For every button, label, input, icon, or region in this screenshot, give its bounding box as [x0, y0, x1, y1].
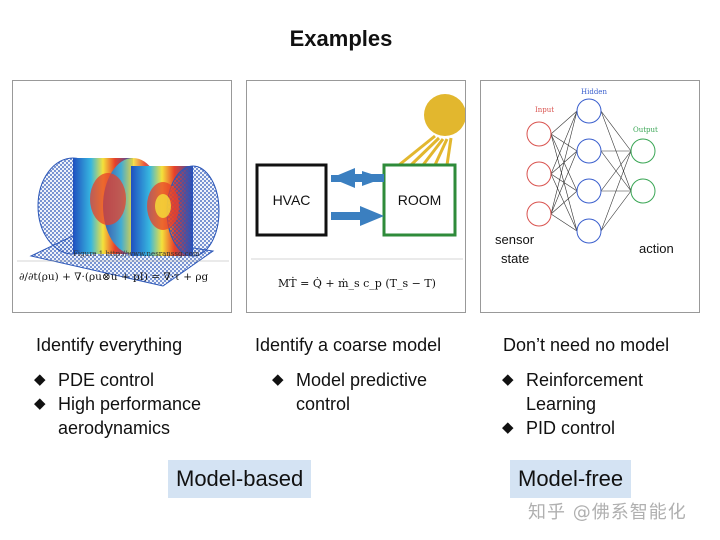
hvac-label: HVAC: [273, 192, 311, 208]
nn-output-node: [630, 138, 656, 164]
nn-hidden-node: [576, 138, 602, 164]
panel-neural-network: Input Hidden Output sensor state action: [480, 80, 700, 313]
nn-input-node: [526, 121, 552, 147]
column-heading-right: Don’t need no model: [503, 335, 670, 355]
watermark: 知乎 @佛系智能化: [528, 502, 687, 523]
nn-hidden-node: [576, 178, 602, 204]
diamond-bullet-icon: ◆: [34, 395, 46, 412]
room-energy-equation: MṪ = Q̇ + ṁ_s c_p (T_s − T): [278, 276, 436, 290]
bullet-text: High performance aerodynamics: [58, 394, 202, 438]
nn-edge: [600, 190, 632, 232]
nn-input-label: Input: [535, 106, 554, 114]
diamond-bullet-icon: ◆: [502, 371, 514, 388]
bullet-item: ◆ Model predictive control: [272, 368, 472, 416]
column-heading-middle: Identify a coarse model: [255, 335, 442, 355]
nn-state-label: state: [501, 251, 529, 266]
nn-nodes: [526, 98, 656, 244]
nn-input-node: [526, 201, 552, 227]
nn-edge: [600, 150, 632, 232]
slide-title: Examples: [289, 26, 393, 51]
nn-hidden-label: Hidden: [581, 88, 607, 96]
nn-edge: [550, 110, 578, 175]
panel-hvac-room: HVAC ROOM MṪ = Q̇ + ṁ_s c_p (T_s − T): [246, 80, 466, 313]
nn-edge: [550, 213, 578, 232]
nn-hidden-node: [576, 218, 602, 244]
diamond-bullet-icon: ◆: [272, 371, 284, 388]
nn-action-label: action: [639, 241, 674, 256]
nn-edge: [550, 110, 578, 135]
cfd-figure-caption: Figure 1 http://www.nesranssg.com: [73, 250, 200, 258]
nn-edge: [600, 150, 632, 192]
arrow-hvac-to-room: [331, 206, 384, 226]
room-label: ROOM: [398, 192, 442, 208]
bullet-text: Reinforcement Learning: [526, 370, 644, 414]
nn-edge: [600, 110, 632, 152]
panel-cfd-figure: Figure 1 http://www.nesranssg.com ∂/∂t(ρ…: [12, 80, 232, 313]
model-based-tag: Model-based: [168, 460, 312, 498]
bullet-list-middle: ◆ Model predictive control: [272, 368, 472, 416]
nn-hidden-node: [576, 98, 602, 124]
navier-stokes-equation: ∂/∂t(ρu) + ∇·(ρu⊗u + pI) = ∇·τ + ρg: [19, 271, 209, 283]
model-free-tag: Model-free: [510, 460, 632, 498]
nn-edge: [550, 190, 578, 215]
neural-network-diagram: Input Hidden Output sensor state action: [495, 88, 674, 266]
column-heading-left: Identify everything: [36, 335, 183, 355]
arrow-left: [331, 168, 384, 188]
bullet-item: ◆ Reinforcement Learning: [502, 368, 692, 416]
bullet-item: ◆ PDE control: [34, 368, 234, 392]
sun-icon: [424, 94, 465, 136]
bullet-text: Model predictive control: [296, 370, 428, 414]
bullet-item: ◆ High performance aerodynamics: [34, 392, 234, 440]
diamond-bullet-icon: ◆: [34, 371, 46, 388]
hvac-illustration: HVAC ROOM MṪ = Q̇ + ṁ_s c_p (T_s − T): [251, 94, 465, 290]
nn-input-node: [526, 161, 552, 187]
bullet-text: PDE control: [58, 370, 155, 390]
bullet-item: ◆ PID control: [502, 416, 692, 440]
nn-edge: [550, 150, 578, 215]
diamond-bullet-icon: ◆: [502, 419, 514, 436]
nn-sensor-label: sensor: [495, 232, 535, 247]
nn-edges: [550, 110, 632, 232]
nn-output-node: [630, 178, 656, 204]
cfd-illustration: Figure 1 http://www.nesranssg.com ∂/∂t(ρ…: [17, 157, 229, 287]
bullet-list-left: ◆ PDE control ◆ High performance aerodyn…: [34, 368, 234, 440]
nn-output-label: Output: [633, 126, 658, 134]
hvac-box: [255, 163, 328, 237]
room-box: [382, 163, 457, 237]
bullet-text: PID control: [526, 418, 616, 438]
bullet-list-right: ◆ Reinforcement Learning ◆ PID control: [502, 368, 692, 440]
nn-edge: [550, 110, 578, 215]
